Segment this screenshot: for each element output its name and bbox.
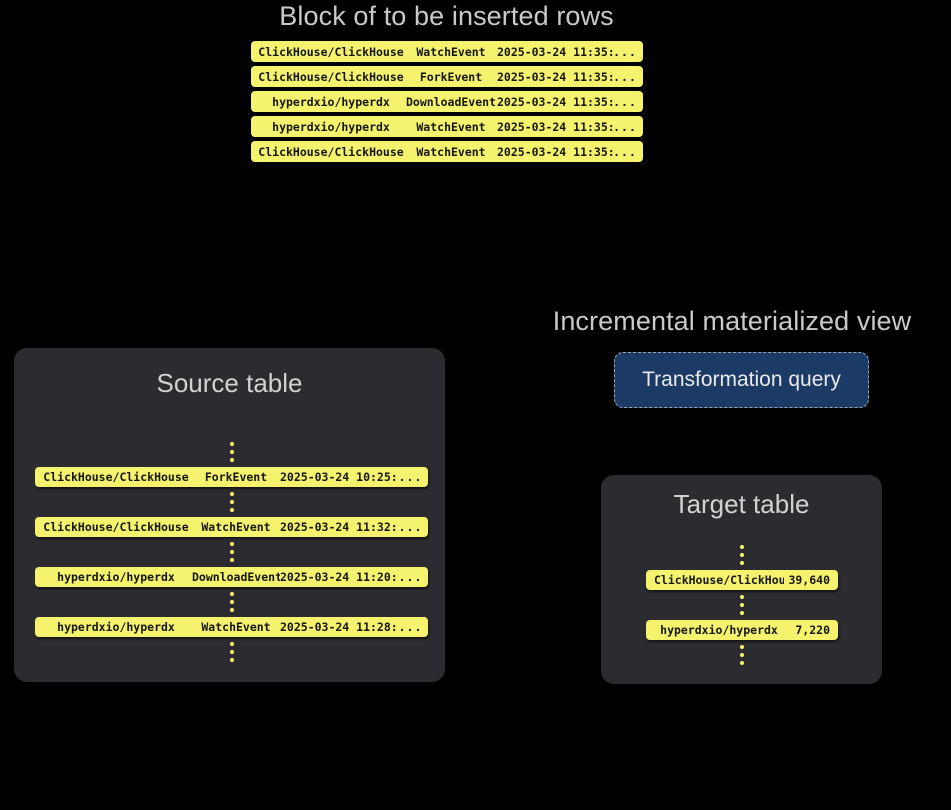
block-row-repo-cell: ClickHouse/ClickHouse <box>258 69 404 84</box>
source-row-more-cell: ... <box>398 520 423 534</box>
ellipsis-dot-icon <box>229 442 234 446</box>
source-ellipsis <box>35 537 428 567</box>
ellipsis-dot-icon <box>740 553 744 557</box>
source-ellipsis <box>35 487 428 517</box>
block-row-timestamp-cell: 2025-03-24 11:35:44 <box>497 69 613 84</box>
ellipsis-dot-icon <box>229 450 234 454</box>
block-row-more-cell: ... <box>613 69 637 84</box>
ellipsis-dot-icon <box>229 642 234 646</box>
transformation-query-box[interactable]: Transformation query <box>614 352 869 408</box>
transformation-query-label: Transformation query <box>642 368 841 391</box>
block-row-event-cell: ForkEvent <box>419 69 483 84</box>
table-row[interactable]: ClickHouse/ClickHouse WatchEvent 2025-03-2… <box>251 141 643 162</box>
source-ellipsis <box>35 437 428 467</box>
block-row-event-cell: WatchEvent <box>416 119 486 134</box>
ellipsis-dot-icon <box>229 492 234 496</box>
block-row-timestamp-cell: 2025-03-24 11:35:40 <box>497 44 613 59</box>
block-row-event-cell: DownloadEvent <box>405 94 496 109</box>
ellipsis-dot-icon <box>740 595 744 599</box>
block-row-timestamp-cell: 2025-03-24 11:35:54 <box>497 144 613 159</box>
block-row-event-cell: WatchEvent <box>416 144 486 159</box>
source-row-timestamp-cell: 2025-03-24 10:25:00 <box>280 470 398 484</box>
source-table-rows: ClickHouse/ClickHouse ForkEvent 2025-03-24… <box>35 437 428 667</box>
source-row-event-cell: ForkEvent <box>204 470 268 484</box>
source-ellipsis <box>35 587 428 617</box>
target-row-count-cell: 7,220 <box>795 623 830 637</box>
ellipsis-dot-icon <box>229 650 234 654</box>
table-row[interactable]: ClickHouse/ClickHouse 39,640 <box>646 570 838 590</box>
ellipsis-dot-icon <box>740 603 744 607</box>
block-row-timestamp-cell: 2025-03-24 11:35:48 <box>497 94 613 109</box>
block-row-repo-cell: ClickHouse/ClickHouse <box>258 144 404 159</box>
ellipsis-dot-icon <box>229 542 234 546</box>
ellipsis-dot-icon <box>740 545 744 549</box>
source-ellipsis <box>35 637 428 667</box>
table-row[interactable]: hyperdxio/hyperdx WatchEvent 2025-03-24 11… <box>35 617 428 637</box>
target-table-rows: ClickHouse/ClickHouse 39,640 hyperdxio/hyp… <box>646 540 838 670</box>
source-row-event-cell: WatchEvent <box>201 620 271 634</box>
ellipsis-dot-icon <box>229 600 234 604</box>
target-row-count-cell: 39,640 <box>788 573 830 587</box>
ellipsis-dot-icon <box>740 611 744 615</box>
ellipsis-dot-icon <box>229 458 234 462</box>
block-row-more-cell: ... <box>613 144 637 159</box>
source-row-more-cell: ... <box>398 620 423 634</box>
source-row-repo-cell: ClickHouse/ClickHouse <box>43 470 189 484</box>
target-row-repo-cell: ClickHouse/ClickHouse <box>654 573 784 587</box>
ellipsis-dot-icon <box>229 550 234 554</box>
incremental-materialized-view-heading: Incremental materialized view <box>552 306 912 336</box>
ellipsis-dot-icon <box>229 592 234 596</box>
target-ellipsis <box>646 540 838 570</box>
ellipsis-dot-icon <box>229 558 234 562</box>
block-row-repo-cell: hyperdxio/hyperdx <box>272 94 390 109</box>
table-row[interactable]: ClickHouse/ClickHouse ForkEvent 2025-03-24… <box>35 467 428 487</box>
source-table-title: Source table <box>156 368 303 398</box>
block-row-timestamp-cell: 2025-03-24 11:35:52 <box>497 119 613 134</box>
ellipsis-dot-icon <box>740 653 744 657</box>
ellipsis-dot-icon <box>229 508 234 512</box>
target-ellipsis <box>646 640 838 670</box>
ellipsis-dot-icon <box>740 645 744 649</box>
source-row-more-cell: ... <box>398 470 423 484</box>
ellipsis-dot-icon <box>229 500 234 504</box>
source-row-event-cell: DownloadEvent <box>192 570 280 584</box>
source-row-repo-cell: hyperdxio/hyperdx <box>57 620 175 634</box>
target-ellipsis <box>646 590 838 620</box>
source-row-more-cell: ... <box>398 570 423 584</box>
source-row-timestamp-cell: 2025-03-24 11:32:54 <box>280 520 398 534</box>
block-row-more-cell: ... <box>613 94 637 109</box>
block-row-repo-cell: hyperdxio/hyperdx <box>272 119 390 134</box>
source-row-event-cell: WatchEvent <box>201 520 271 534</box>
table-row[interactable]: hyperdxio/hyperdx WatchEvent 2025-03-24 11… <box>251 116 643 137</box>
table-row[interactable]: ClickHouse/ClickHouse WatchEvent 2025-03-2… <box>35 517 428 537</box>
table-row[interactable]: ClickHouse/ClickHouse WatchEvent 2025-03-2… <box>251 41 643 62</box>
source-row-repo-cell: hyperdxio/hyperdx <box>57 570 175 584</box>
block-row-more-cell: ... <box>613 44 637 59</box>
block-row-event-cell: WatchEvent <box>416 44 486 59</box>
ellipsis-dot-icon <box>229 658 234 662</box>
target-table-title: Target table <box>673 489 810 519</box>
target-row-repo-cell: hyperdxio/hyperdx <box>660 623 778 637</box>
block-row-more-cell: ... <box>613 119 637 134</box>
table-row[interactable]: ClickHouse/ClickHouse ForkEvent 2025-03-24… <box>251 66 643 87</box>
block-row-repo-cell: ClickHouse/ClickHouse <box>258 44 404 59</box>
source-row-timestamp-cell: 2025-03-24 11:28:32 <box>280 620 398 634</box>
ellipsis-dot-icon <box>740 661 744 665</box>
block-of-rows-heading: Block of to be inserted rows <box>279 1 614 31</box>
ellipsis-dot-icon <box>229 608 234 612</box>
table-row[interactable]: hyperdxio/hyperdx 7,220 <box>646 620 838 640</box>
source-row-repo-cell: ClickHouse/ClickHouse <box>43 520 189 534</box>
source-row-timestamp-cell: 2025-03-24 11:20:12 <box>280 570 398 584</box>
ellipsis-dot-icon <box>740 561 744 565</box>
